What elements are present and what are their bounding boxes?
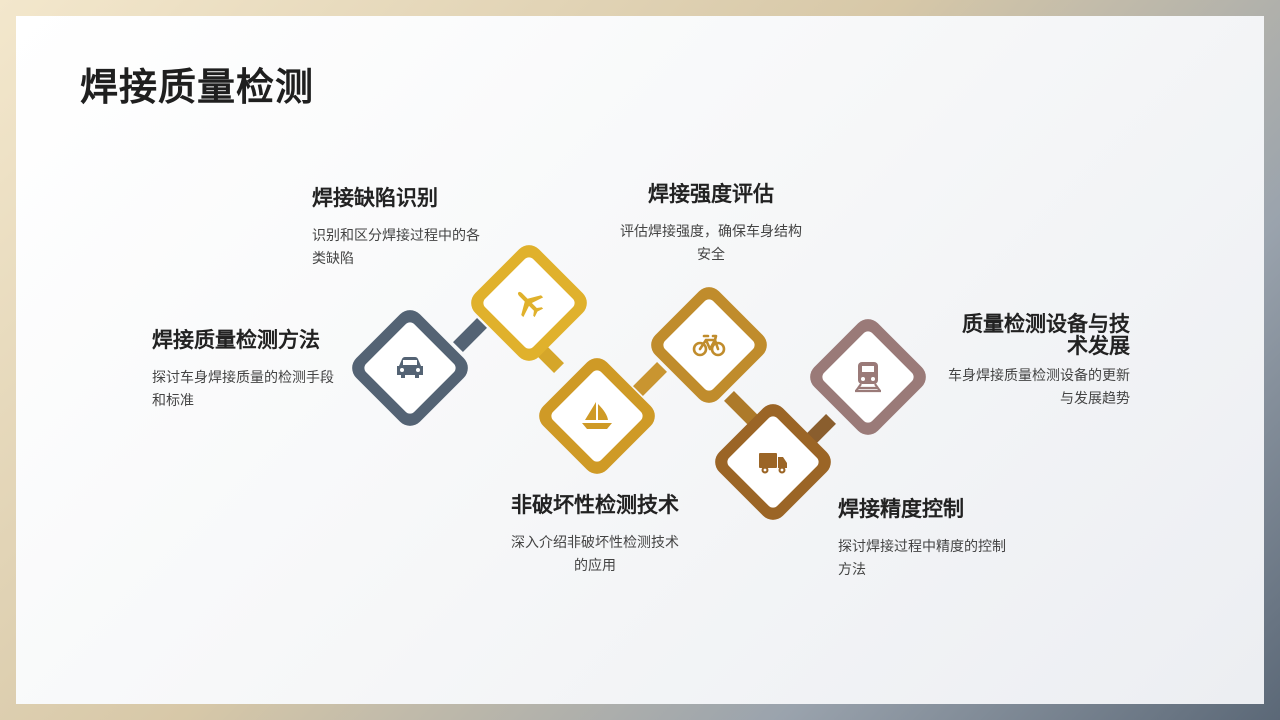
node-description-3: 深入介绍非破坏性检测技术的应用 (511, 534, 679, 573)
node-label-1: 焊接质量检测方法 探讨车身焊接质量的检测手段和标准 (152, 328, 342, 412)
connector-3-4 (633, 362, 667, 396)
node-label-6: 质量检测设备与技术发展 车身焊接质量检测设备的更新与发展趋势 (944, 314, 1130, 410)
node-description-4: 评估焊接强度，确保车身结构安全 (620, 223, 802, 262)
connector-1-2 (453, 318, 487, 352)
truck-icon (759, 453, 787, 474)
node-label-3: 非破坏性检测技术 深入介绍非破坏性检测技术的应用 (500, 493, 690, 577)
node-description-6: 车身焊接质量检测设备的更新与发展趋势 (948, 367, 1130, 406)
train-icon (855, 362, 881, 393)
node-label-5: 焊接精度控制 探讨焊接过程中精度的控制方法 (838, 497, 1018, 581)
node-heading-3: 非破坏性检测技术 (511, 494, 679, 517)
connector-4-5 (724, 391, 758, 425)
node-heading-6: 质量检测设备与技术发展 (962, 313, 1130, 358)
node-label-2: 焊接缺陷识别 识别和区分焊接过程中的各类缺陷 (312, 186, 492, 270)
node-description-5: 探讨焊接过程中精度的控制方法 (838, 538, 1006, 577)
airplane-icon (517, 291, 544, 318)
bicycle-icon (692, 334, 726, 357)
node-heading-2: 焊接缺陷识别 (312, 187, 438, 210)
node-description-1: 探讨车身焊接质量的检测手段和标准 (152, 369, 334, 408)
sailboat-icon (582, 402, 612, 429)
node-heading-5: 焊接精度控制 (838, 498, 964, 521)
node-label-4: 焊接强度评估 评估焊接强度，确保车身结构安全 (618, 182, 804, 266)
car-icon (397, 357, 423, 378)
slide-background (16, 16, 1264, 704)
node-description-2: 识别和区分焊接过程中的各类缺陷 (312, 227, 480, 266)
page-title: 焊接质量检测 (80, 67, 315, 109)
diamond-node-3[interactable] (533, 352, 660, 479)
node-heading-4: 焊接强度评估 (648, 183, 774, 206)
node-heading-1: 焊接质量检测方法 (152, 329, 320, 352)
